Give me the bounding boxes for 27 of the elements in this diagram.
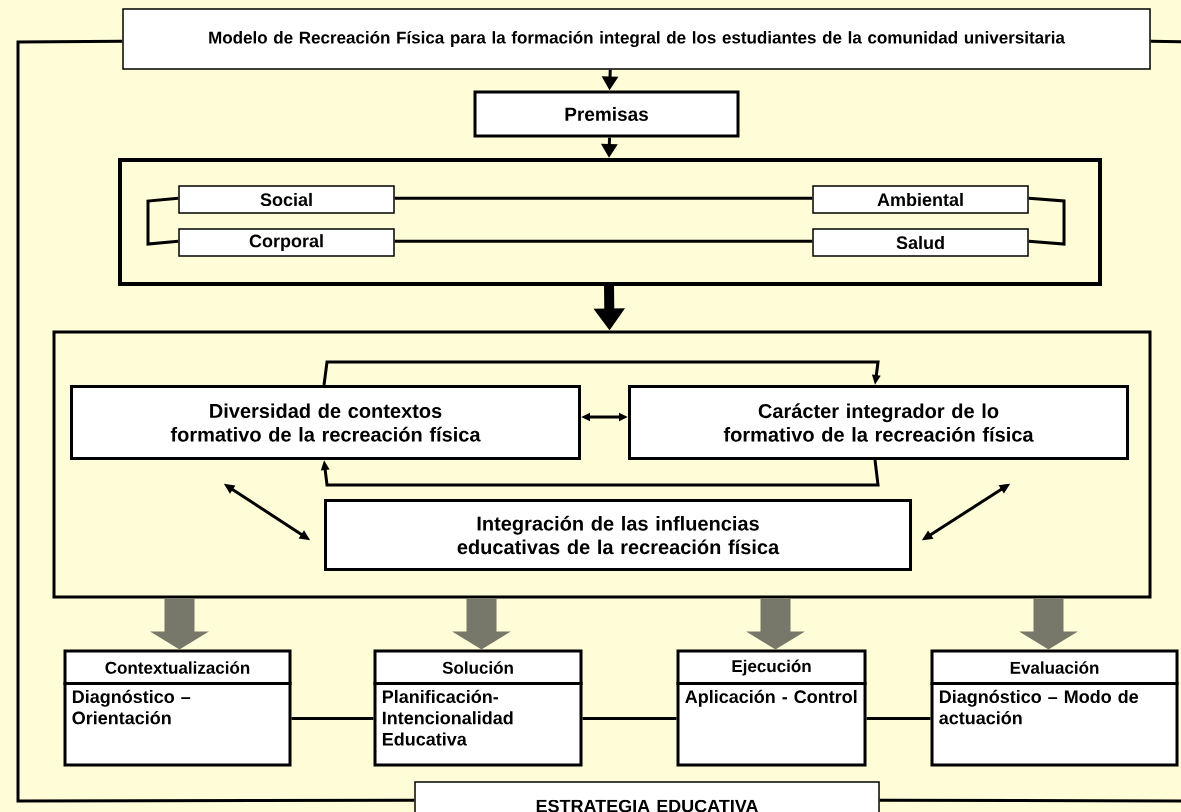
dimension-box: Social: [178, 185, 395, 214]
title-box: Modelo de Recreación Física para la formación integral de los estudiantes de la comunidad universitaria: [122, 8, 1151, 70]
dimension-box: Salud: [812, 228, 1029, 257]
stage-box: Ejecución Aplicación - Control: [676, 649, 867, 767]
stage-box: Evaluación Diagnóstico – Modo de actuación: [930, 649, 1179, 767]
concept-box: Integración de las influencias educativas de la recreación física: [324, 499, 912, 571]
connector-line: [1028, 196, 1066, 246]
connector-line: [394, 239, 813, 243]
stage-box: Contextualización Diagnóstico – Orientación: [63, 649, 292, 767]
arrow: [322, 360, 881, 386]
concept-box: Diversidad de contextos formativo de la recreación física: [70, 385, 581, 460]
connector-line: [16, 39, 415, 803]
connector-line: [146, 196, 179, 246]
container-frame: [118, 158, 1102, 286]
connector-line: [879, 39, 1181, 803]
dimension-box: Corporal: [178, 228, 395, 257]
concept-box: Carácter integrador de lo formativo de la recreación física: [628, 385, 1129, 460]
premise-box: Premisas: [473, 90, 740, 138]
strategy-box: ESTRATEGIA EDUCATIVA: [414, 781, 880, 812]
arrow: [320, 459, 880, 487]
container-frame: [52, 330, 1152, 599]
connector-line: [291, 717, 374, 720]
connector-line: [866, 717, 931, 720]
dimension-box: Ambiental: [812, 185, 1029, 214]
stage-box: Solución Planificación- Intencionalidad Educativa: [373, 649, 583, 767]
connector-line: [394, 196, 813, 200]
connector-line: [582, 717, 677, 720]
